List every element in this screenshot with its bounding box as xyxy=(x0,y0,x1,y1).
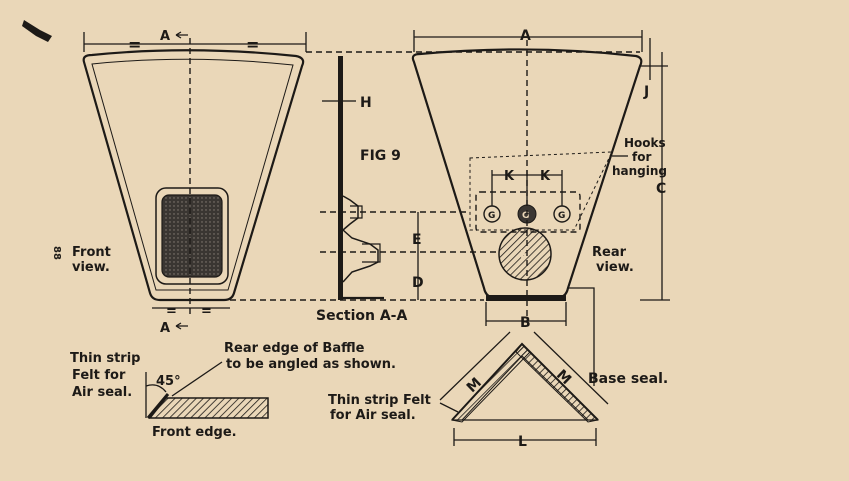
hole-g-left: G xyxy=(488,211,495,221)
front-view-label-1: Front xyxy=(72,245,111,260)
speaker-cone xyxy=(498,227,552,281)
thin-strip-label-3: Air seal. xyxy=(72,385,132,400)
dim-j: J xyxy=(643,84,649,100)
hole-g-right: G xyxy=(558,211,565,221)
equal-mark-bottom-left: = xyxy=(166,304,177,319)
dim-a: A xyxy=(520,28,531,44)
equal-mark-left: = xyxy=(128,35,141,54)
front-view: = = A = = A Front view. xyxy=(72,29,307,336)
corner-mark xyxy=(22,20,52,42)
speaker-f: F xyxy=(520,248,528,262)
base-seal-detail: L M M Base seal. Thin strip Felt for Air… xyxy=(328,287,668,450)
rear-edge-label-1: Rear edge of Baffle xyxy=(224,341,365,356)
dim-b: B xyxy=(520,315,531,331)
base-seal-label: Base seal. xyxy=(588,371,668,387)
dim-c: C xyxy=(656,181,666,197)
section-view: H E D Section A-A xyxy=(316,56,424,324)
figure-title: FIG 9 xyxy=(360,148,401,164)
page-number: 88 xyxy=(51,246,62,260)
thin-strip-label-2: Felt for xyxy=(72,368,126,383)
rear-view-label-2: view. xyxy=(596,260,634,275)
section-marker-top: A xyxy=(160,29,170,44)
rear-view-label-1: Rear xyxy=(592,245,627,260)
section-marker-bottom: A xyxy=(160,321,170,336)
rear-view: G G G F K K A J C B Hooks for ha xyxy=(411,28,670,331)
thin-strip-label-1: Thin strip xyxy=(70,351,140,366)
thin-strip-felt-label-1: Thin strip Felt xyxy=(328,393,431,408)
hooks-label-1: Hooks xyxy=(624,136,666,150)
dim-h: H xyxy=(360,95,372,111)
front-view-label-2: view. xyxy=(72,260,110,275)
angle-label: 45° xyxy=(156,374,181,389)
dim-d: D xyxy=(412,275,424,291)
equal-mark-bottom-right: = xyxy=(201,304,212,319)
front-grille xyxy=(161,194,223,278)
hole-g-center: G xyxy=(522,211,529,221)
dim-k-left: K xyxy=(504,169,515,184)
hooks-label-3: hanging xyxy=(612,164,667,178)
dim-l: L xyxy=(518,434,527,450)
equal-mark-right: = xyxy=(246,35,259,54)
baffle-edge-detail: Thin strip Felt for Air seal. 45° Rear e… xyxy=(70,341,396,440)
thin-strip-felt-label-2: for Air seal. xyxy=(330,408,416,423)
hooks-label-2: for xyxy=(632,150,651,164)
dim-e: E xyxy=(412,232,422,248)
rear-edge-label-2: to be angled as shown. xyxy=(226,357,396,372)
dim-k-right: K xyxy=(540,169,551,184)
section-label: Section A-A xyxy=(316,308,407,324)
front-edge-label: Front edge. xyxy=(152,425,237,440)
